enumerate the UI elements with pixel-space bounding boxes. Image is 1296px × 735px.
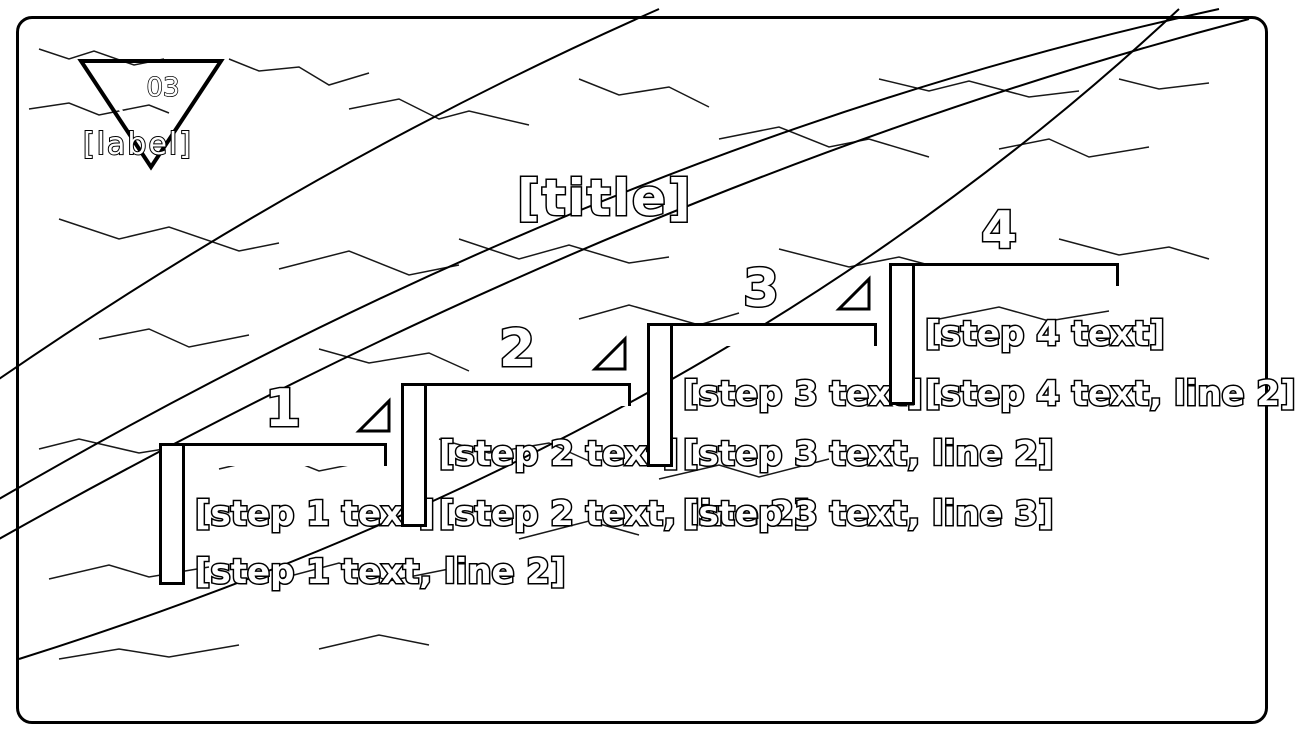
orbit-line-2 <box>0 18 1250 540</box>
step-bracket-top <box>401 383 631 406</box>
earth-background <box>0 8 1250 660</box>
orbit-line-1 <box>0 8 1220 500</box>
step-number: 1 <box>263 379 302 439</box>
step-text-line: [step 2 text] <box>438 433 681 476</box>
corner-arrow-icon <box>355 397 391 433</box>
step-bracket-left <box>401 383 427 527</box>
step-number: 3 <box>741 259 780 319</box>
step-bracket-top <box>647 323 877 346</box>
corner-arrow-icon <box>591 335 627 371</box>
step-bracket-top <box>159 443 387 466</box>
step-text-line: [step 2 text, line 2] <box>438 493 812 536</box>
step-text-line: [step 3 text, line 2] <box>682 433 1056 476</box>
step-text-line: [step 4 text] <box>924 313 1167 356</box>
texture-strokes <box>28 48 1210 660</box>
step-text-line: [step 3 text, line 3] <box>682 493 1056 536</box>
step-number: 2 <box>497 319 536 379</box>
step-text-line: [step 3 text] <box>682 373 925 416</box>
orbit-line-3 <box>0 8 660 380</box>
slide-frame: 03 [label] [title] 1 [step 1 text] [step… <box>0 8 1296 724</box>
step-bracket-left <box>889 263 915 405</box>
triangle-icon <box>77 59 225 171</box>
corner-arrow-icon <box>835 275 871 311</box>
section-label: [label] <box>82 126 193 163</box>
section-number: 03 <box>146 72 181 104</box>
step-bracket-left <box>159 443 185 585</box>
step-bracket-left <box>647 323 673 467</box>
step-number: 4 <box>979 201 1018 261</box>
step-text-line: [step 1 text] <box>194 493 437 536</box>
step-text-line: [step 1 text, line 2] <box>194 551 568 594</box>
step-bracket-top <box>889 263 1119 286</box>
section-badge: 03 [label] <box>71 55 231 185</box>
step-text-line: [step 4 text, line 2] <box>924 373 1296 416</box>
page-title: [title] <box>516 168 693 229</box>
